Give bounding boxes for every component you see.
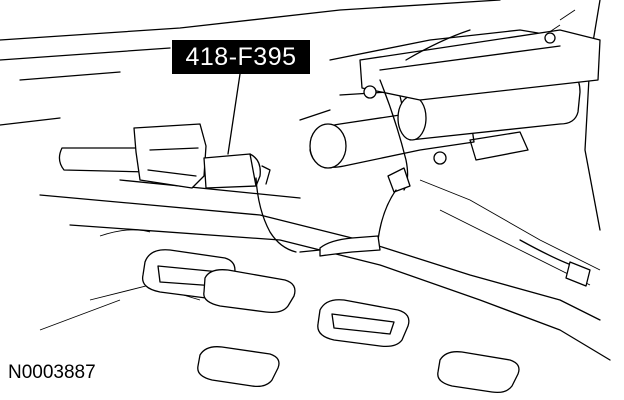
floor-openings [99, 229, 520, 394]
figure-id: N0003887 [8, 362, 96, 383]
tool-component [58, 123, 297, 253]
callout-label: 418-F395 [172, 40, 310, 74]
callout-text: 418-F395 [185, 42, 297, 71]
steering-column-assembly [299, 29, 601, 287]
callout-leader-line [227, 73, 241, 155]
